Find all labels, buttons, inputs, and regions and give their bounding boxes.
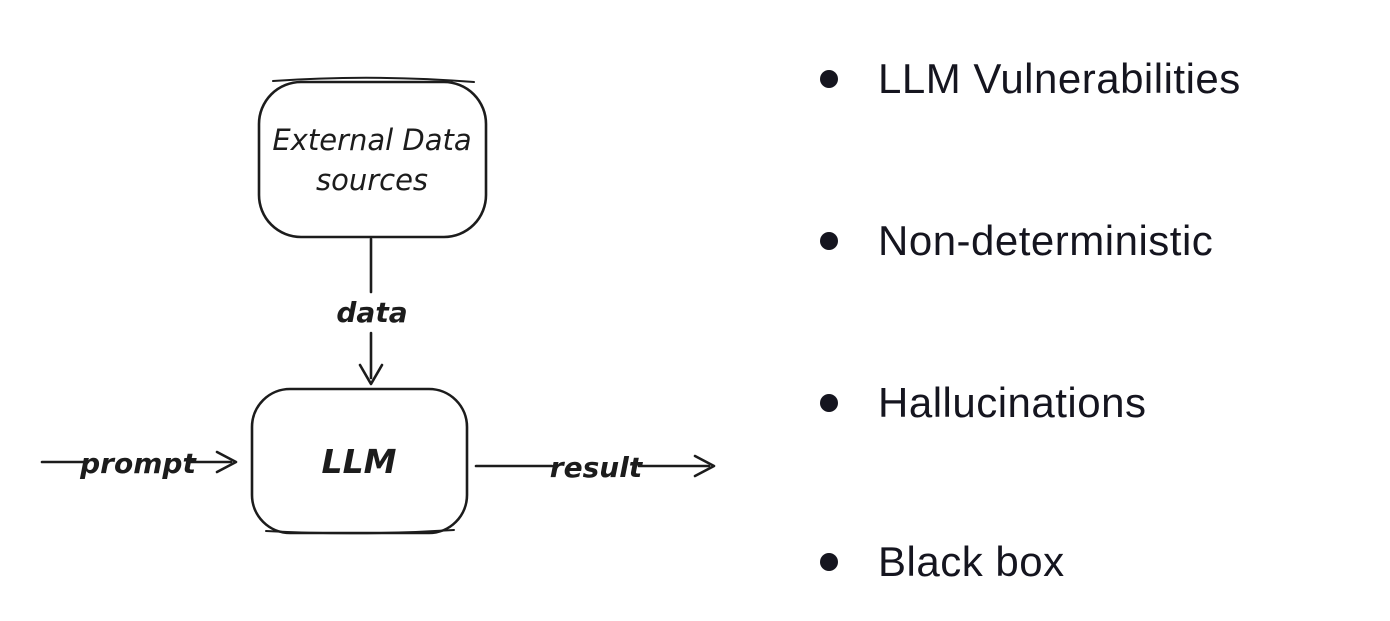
llm-box-label: LLM: [322, 442, 397, 481]
bullet-icon: [820, 553, 838, 571]
external-data-sources-box: [257, 80, 488, 239]
sketch-overshoot-line: [272, 76, 475, 83]
external-box-label-line2: sources: [316, 163, 428, 197]
result-edge-label: result: [550, 451, 644, 484]
list-item-label: LLM Vulnerabilities: [878, 55, 1241, 102]
arrow-down-icon: [358, 363, 384, 386]
arrow-right-icon: [215, 450, 238, 474]
list-item-label: Black box: [878, 538, 1065, 585]
external-box-label-line1: External Data: [272, 123, 471, 157]
llm-flow-diagram: External Data sources data LLM prompt re…: [40, 76, 716, 535]
list-item: Hallucinations: [820, 376, 1146, 430]
list-item: Non-deterministic: [820, 214, 1213, 268]
list-item: LLM Vulnerabilities: [820, 52, 1241, 106]
sketch-overshoot-line: [265, 529, 455, 535]
list-item-label: Non-deterministic: [878, 217, 1214, 264]
arrow-right-icon: [693, 454, 716, 478]
prompt-edge-label: prompt: [79, 447, 197, 480]
list-item: Black box: [820, 535, 1065, 589]
list-item-label: Hallucinations: [878, 379, 1147, 426]
bullet-icon: [820, 232, 838, 250]
data-edge-label: data: [336, 296, 407, 329]
bullet-icon: [820, 394, 838, 412]
bullet-icon: [820, 70, 838, 88]
llm-issues-list: LLM Vulnerabilities Non-deterministic Ha…: [820, 0, 1380, 621]
